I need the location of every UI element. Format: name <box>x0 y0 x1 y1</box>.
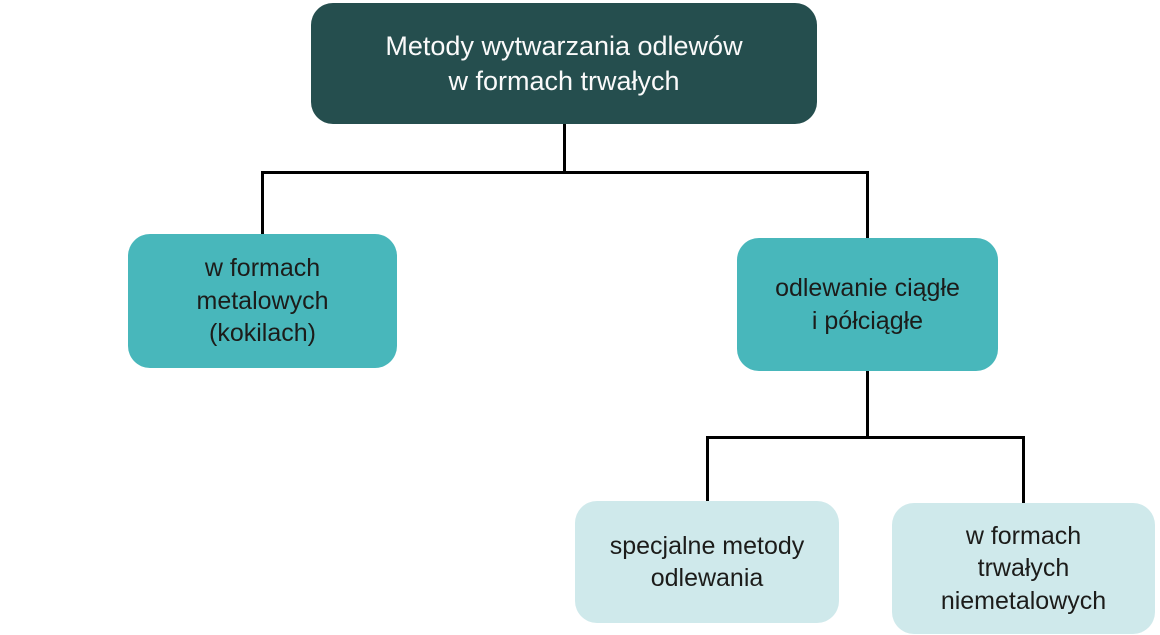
connector-level1-bus <box>261 171 869 174</box>
connector-drop-special-methods <box>706 436 709 502</box>
connector-continuous-stem <box>866 371 869 437</box>
node-nonmetal-permanent-molds: w formach trwałych niemetalowych <box>892 503 1155 634</box>
connector-level2-bus <box>706 436 1025 439</box>
node-root-title: Metody wytwarzania odlewów w formach trw… <box>311 3 817 124</box>
connector-drop-continuous <box>866 171 869 239</box>
node-metal-molds: w formach metalowych (kokilach) <box>128 234 397 368</box>
connector-root-stem <box>563 124 566 172</box>
node-continuous-casting: odlewanie ciągłe i półciągłe <box>737 238 998 371</box>
connector-drop-nonmetal-molds <box>1022 436 1025 504</box>
node-special-methods: specjalne metody odlewania <box>575 501 839 623</box>
connector-drop-metal-molds <box>261 171 264 235</box>
